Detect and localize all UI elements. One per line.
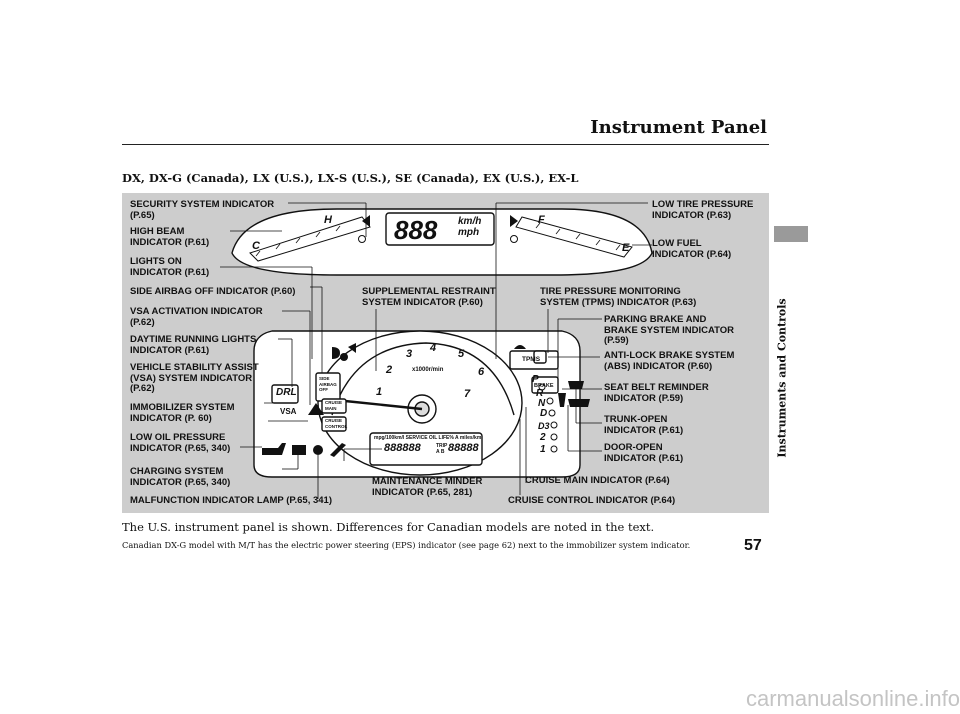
- callout-abs: ANTI-LOCK BRAKE SYSTEM (ABS) INDICATOR (…: [604, 350, 735, 372]
- dash-temp-hot: H: [324, 214, 332, 226]
- seat-belt-icon: [558, 393, 566, 407]
- car-door-icon: [568, 399, 590, 407]
- right-turn-arrow-icon: [510, 215, 518, 227]
- callout-immobilizer: IMMOBILIZER SYSTEM INDICATOR (P. 60): [130, 402, 235, 424]
- trip-digits: 88888: [448, 442, 479, 454]
- callout-trunk-open: TRUNK-OPEN INDICATOR (P.61): [604, 414, 684, 436]
- gear-indicator: R: [536, 388, 544, 399]
- tachometer-arc: [331, 342, 515, 416]
- tach-number: 6: [478, 366, 485, 378]
- callout-side-airbag-off: SIDE AIRBAG OFF INDICATOR (P.60): [130, 286, 296, 297]
- trip-label: TRIP A B: [436, 443, 448, 455]
- brake-box: [531, 376, 559, 394]
- indicator-bulb: [550, 433, 558, 441]
- indicator-bulb: [548, 409, 556, 417]
- callout-high-beam: HIGH BEAM INDICATOR (P.61): [130, 226, 210, 248]
- tpms-tire-icon: [514, 345, 526, 349]
- oil-can-icon: [262, 443, 286, 455]
- tach-number: 4: [430, 342, 437, 354]
- tach-number: 5: [458, 348, 465, 360]
- dash-speed-unit: km/h mph: [458, 216, 482, 238]
- fuel-gauge-bar: [515, 216, 633, 258]
- trunk-icon: [568, 381, 584, 389]
- abs-box: [533, 350, 547, 364]
- brake-label: BRAKE: [534, 383, 554, 389]
- dash-fuel-full: F: [538, 214, 545, 226]
- section-label: Instruments and Controls: [775, 298, 789, 458]
- body-text: The U.S. instrument panel is shown. Diff…: [122, 520, 655, 534]
- callout-srs: SUPPLEMENTAL RESTRAINT SYSTEM INDICATOR …: [362, 286, 496, 308]
- callout-low-fuel: LOW FUEL INDICATOR (P.64): [652, 238, 732, 260]
- drl-label: DRL: [276, 387, 297, 398]
- callout-security: SECURITY SYSTEM INDICATOR (P.65): [130, 199, 275, 221]
- tach-number: 3: [406, 348, 413, 360]
- instrument-panel-diagram: 888 km/h mph H C F E 1 2 3 4 5 6 7 x1000…: [122, 193, 769, 513]
- callout-seat-belt: SEAT BELT REMINDER INDICATOR (P.59): [604, 382, 709, 404]
- cruise-control-label: CRUISE CONTROL: [325, 418, 348, 429]
- callout-door-open: DOOR-OPEN INDICATOR (P.61): [604, 442, 684, 464]
- gear-indicator: 2: [540, 432, 546, 443]
- high-beam-icon: [332, 347, 340, 359]
- callout-charging: CHARGING SYSTEM INDICATOR (P.65, 340): [130, 466, 231, 488]
- gear-indicator: D: [540, 408, 548, 419]
- gear-indicator: P: [532, 374, 539, 385]
- engine-check-icon: [313, 445, 323, 455]
- callout-drl: DAYTIME RUNNING LIGHTS INDICATOR (P.61): [130, 334, 257, 356]
- callout-lights-on: LIGHTS ON INDICATOR (P.61): [130, 256, 210, 278]
- callout-vsa-activation: VSA ACTIVATION INDICATOR (P.62): [130, 306, 263, 328]
- callout-vsa-system: VEHICLE STABILITY ASSIST (VSA) SYSTEM IN…: [130, 362, 259, 394]
- drl-box: [271, 384, 299, 404]
- wrench-icon: [330, 443, 346, 457]
- callout-maintenance-minder: MAINTENANCE MINDER INDICATOR (P.65, 281): [372, 476, 483, 498]
- title-rule: [122, 144, 769, 145]
- dashboard-illustration: [220, 202, 653, 499]
- callout-parking-brake: PARKING BRAKE AND BRAKE SYSTEM INDICATOR…: [604, 314, 735, 346]
- indicator-bulb: [546, 397, 554, 405]
- callout-cruise-control: CRUISE CONTROL INDICATOR (P.64): [508, 495, 676, 506]
- callout-low-oil: LOW OIL PRESSURE INDICATOR (P.65, 340): [130, 432, 231, 454]
- digital-speed-window: [385, 212, 495, 246]
- callout-cruise-main: CRUISE MAIN INDICATOR (P.64): [525, 475, 670, 486]
- tach-unit: x1000r/min: [412, 367, 444, 373]
- tpms-label: TPMS: [522, 356, 541, 363]
- callout-tpms: TIRE PRESSURE MONITORING SYSTEM (TPMS) I…: [540, 286, 697, 308]
- callout-low-tire: LOW TIRE PRESSURE INDICATOR (P.63): [652, 199, 754, 221]
- indicator-bulb: [538, 383, 546, 391]
- callout-mil: MALFUNCTION INDICATOR LAMP (P.65, 341): [130, 495, 332, 506]
- dash-speed-digits: 888: [394, 215, 438, 245]
- dash-fuel-empty: E: [622, 242, 630, 254]
- dash-temp-cold: C: [252, 240, 260, 252]
- airbag-person-icon: [340, 353, 348, 361]
- models-heading: DX, DX-G (Canada), LX (U.S.), LX-S (U.S.…: [122, 171, 579, 185]
- cruise-control-box: [321, 416, 347, 432]
- gear-indicator: D3: [538, 421, 550, 431]
- odometer-digits: 888888: [384, 442, 421, 454]
- watermark: carmanualsonline.info: [745, 686, 960, 711]
- indicator-bulb: [358, 235, 366, 243]
- indicator-bulb: [510, 235, 518, 243]
- page-number: 57: [744, 537, 762, 554]
- footnote: Canadian DX-G model with M/T has the ele…: [122, 540, 691, 550]
- battery-icon: [292, 445, 306, 455]
- vsa-warning-triangle-icon: [308, 403, 324, 415]
- tachometer-needle: [344, 399, 423, 411]
- tach-number: 2: [386, 364, 393, 376]
- vsa-label: VSA: [280, 407, 297, 416]
- indicator-bulb: [550, 421, 558, 429]
- cruise-main-label: CRUISE MAIN: [325, 400, 343, 411]
- side-airbag-off-label: SIDE AIRBAG OFF: [319, 376, 337, 392]
- tach-number: 1: [376, 386, 383, 398]
- lights-on-icon: [348, 343, 356, 353]
- gear-indicator: 1: [540, 444, 546, 455]
- tach-number: 7: [464, 388, 471, 400]
- odometer-caption: mpg/100km/l SERVICE OIL LIFE% A miles/km: [374, 435, 482, 441]
- cruise-main-box: [321, 398, 347, 414]
- section-tab: [774, 226, 808, 242]
- page-title: Instrument Panel: [590, 117, 767, 138]
- gear-indicator: N: [538, 398, 546, 409]
- indicator-bulb: [550, 445, 558, 453]
